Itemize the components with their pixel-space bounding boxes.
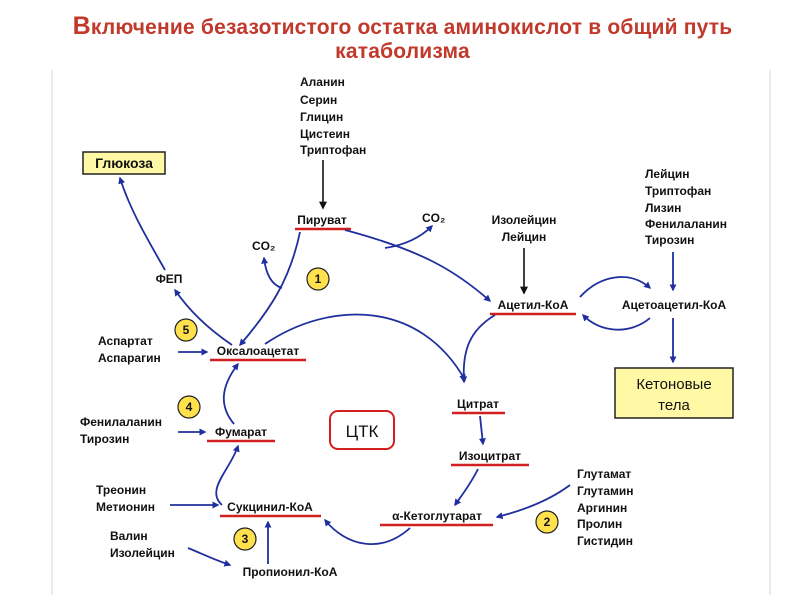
co2-left-label: CO₂ xyxy=(252,239,275,253)
pyruvate-source-list: Аланин Серин Глицин Цистеин Триптофан xyxy=(300,75,366,157)
isocitrate-label: Изоцитрат xyxy=(459,449,521,463)
succinyl-coa-label: Сукцинил-КоА xyxy=(227,500,313,514)
tca-cycle-label: ЦТК xyxy=(346,422,379,441)
fum-src-tyrosine: Тирозин xyxy=(80,432,129,446)
tca-cycle-box xyxy=(329,410,395,450)
step-circle-4 xyxy=(177,395,201,419)
arrow-acetoacetyl-to-acetyl xyxy=(582,313,651,331)
source-serine: Серин xyxy=(300,93,337,107)
step-circle-1 xyxy=(306,267,330,291)
akg-src-histidine: Гистидин xyxy=(577,534,633,548)
step-circle-5 xyxy=(174,318,198,342)
arrow-oxaloacetate-to-pep xyxy=(174,288,233,346)
step-number-2: 2 xyxy=(544,515,551,529)
akg-src-proline: Пролин xyxy=(577,517,622,531)
keto-tyrosine: Тирозин xyxy=(645,233,694,247)
source-alanine: Аланин xyxy=(300,75,345,89)
ketone-bodies-label-1: Кетоновые xyxy=(636,376,711,393)
arrow-valine-to-propionyl xyxy=(187,547,232,567)
alpha-ketoglutarate-label: α-Кетоглутарат xyxy=(392,509,482,523)
oxaloacetate-label: Оксалоацетат xyxy=(217,344,300,358)
arrow-succinyl-coa-to-fumarate xyxy=(215,444,240,506)
oaa-src-asparagine: Аспарагин xyxy=(98,351,161,365)
pyruvate-label: Пируват xyxy=(297,213,347,227)
prop-src-isoleucine: Изолейцин xyxy=(110,546,175,560)
step-circles: 1 2 3 4 5 xyxy=(174,267,559,551)
propionyl-source-list: Валин Изолейцин xyxy=(110,529,175,560)
keto-tryptophan: Триптофан xyxy=(645,184,711,198)
acetyl-src-leucine: Лейцин xyxy=(502,230,546,244)
arrow-akg-to-succinyl-coa xyxy=(324,518,411,545)
arrow-pyruvate-to-oxaloacetate xyxy=(239,231,301,347)
acetyl-coa-label: Ацетил-КоА xyxy=(498,298,569,312)
title-first-letter: В xyxy=(72,14,91,40)
step-number-4: 4 xyxy=(186,400,193,414)
succ-src-methionine: Метионин xyxy=(96,500,155,514)
arrow-acetyl-to-acetoacetyl xyxy=(579,276,652,298)
oxaloacetate-source-list: Аспартат Аспарагин xyxy=(98,334,161,365)
co2-right-label: CO₂ xyxy=(422,211,445,225)
page-title: Включение безазотистого остатка аминокис… xyxy=(30,14,775,62)
source-glycine: Глицин xyxy=(300,110,343,124)
acetyl-source-list: Изолейцин Лейцин xyxy=(492,213,557,244)
glucose-label: Глюкоза xyxy=(95,155,153,171)
pathway-arrows xyxy=(118,176,677,567)
arrow-pyruvate-to-acetyl-coa xyxy=(344,229,492,302)
ketone-bodies-box xyxy=(614,367,734,419)
acetyl-src-isoleucine: Изолейцин xyxy=(492,213,557,227)
arrow-co2-left xyxy=(261,256,283,289)
keto-phenylalanine: Фенилаланин xyxy=(645,217,727,231)
arrow-pep-to-glucose xyxy=(118,176,166,271)
keto-lysine: Лизин xyxy=(645,201,681,215)
step-number-1: 1 xyxy=(315,272,322,286)
glucose-box xyxy=(82,151,166,175)
title-line2: катаболизма xyxy=(335,40,470,62)
akg-src-glutamine: Глутамин xyxy=(577,484,634,498)
ketogenic-source-list: Лейцин Триптофан Лизин Фенилаланин Тироз… xyxy=(645,167,727,247)
ketone-bodies-label-2: тела xyxy=(658,397,690,414)
akg-src-arginine: Аргинин xyxy=(577,501,627,515)
source-cysteine: Цистеин xyxy=(300,127,350,141)
arrow-glutamate-to-akg xyxy=(495,484,571,520)
fumarate-source-list: Фенилаланин Тирозин xyxy=(80,415,162,446)
pep-label: ФЕП xyxy=(156,272,183,286)
prop-src-valine: Валин xyxy=(110,529,148,543)
succ-src-threonine: Треонин xyxy=(96,483,146,497)
arrow-fumarate-to-oxaloacetate xyxy=(222,362,239,425)
step-number-3: 3 xyxy=(242,532,249,546)
ketoglutarate-source-list: Глутамат Глутамин Аргинин Пролин Гистиди… xyxy=(577,467,634,548)
step-number-5: 5 xyxy=(183,323,190,337)
arrow-isocitrate-to-akg xyxy=(454,468,479,507)
arrow-citrate-to-isocitrate xyxy=(478,415,486,446)
arrow-co2-right xyxy=(384,225,433,249)
oaa-src-aspartate: Аспартат xyxy=(98,334,153,348)
title-line1: ключение безазотистого остатка аминокисл… xyxy=(90,16,733,39)
source-tryptophan: Триптофан xyxy=(300,143,366,157)
fum-src-phenylalanine: Фенилаланин xyxy=(80,415,162,429)
step-circle-3 xyxy=(233,527,257,551)
arrow-acetyl-coa-to-citrate xyxy=(460,314,496,384)
arrow-oxaloacetate-to-citrate xyxy=(264,313,466,382)
keto-leucine: Лейцин xyxy=(645,167,689,181)
fumarate-label: Фумарат xyxy=(215,425,267,439)
succinyl-source-list: Треонин Метионин xyxy=(96,483,155,514)
acetoacetyl-coa-label: Ацетоацетил-КоА xyxy=(622,298,727,312)
propionyl-coa-label: Пропионил-КоА xyxy=(243,565,338,579)
akg-src-glutamate: Глутамат xyxy=(577,467,631,481)
citrate-label: Цитрат xyxy=(457,397,499,411)
step-circle-2 xyxy=(535,510,559,534)
